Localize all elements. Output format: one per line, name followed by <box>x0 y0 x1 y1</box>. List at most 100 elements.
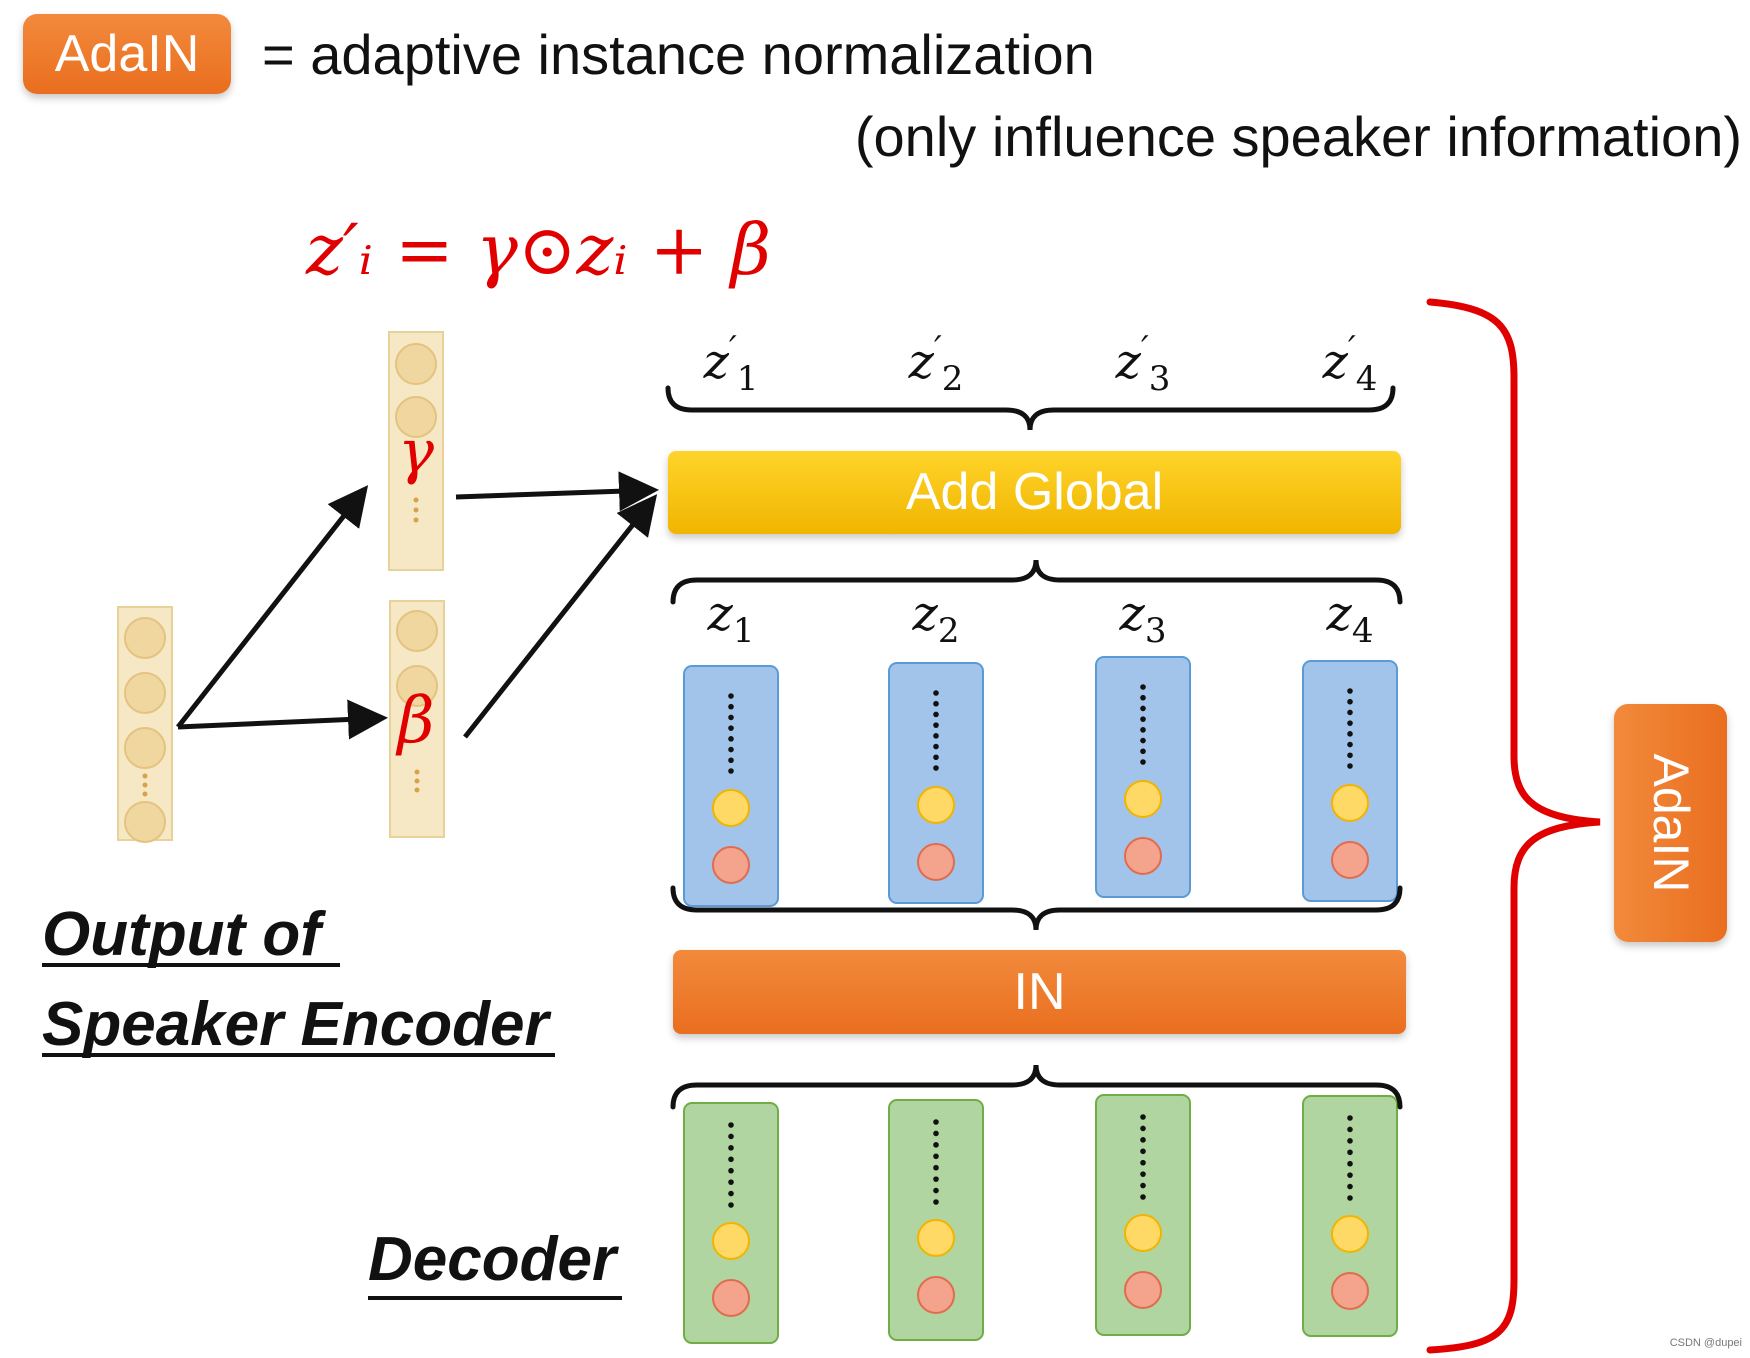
green-vector-2-ellipsis-dot <box>933 1199 939 1205</box>
blue-vector-4-ellipsis-dot <box>1347 731 1353 737</box>
green-vector-2-yellow-circle <box>917 1219 955 1257</box>
green-vector-4-ellipsis-dot <box>1347 1172 1353 1178</box>
blue-vector-3-ellipsis <box>1140 684 1146 765</box>
vector-top-brace <box>670 885 1403 931</box>
z-prime-label-1-sub: 1 <box>737 359 759 399</box>
blue-vector-3-ellipsis-dot <box>1140 716 1146 722</box>
blue-vector-4-ellipsis-dot <box>1347 763 1353 769</box>
blue-vector-4-red-circle <box>1331 841 1369 879</box>
speaker-output-vector <box>117 606 173 843</box>
blue-vector-1-ellipsis-dot <box>728 693 734 699</box>
blue-vector-4-ellipsis-dot <box>1347 709 1353 716</box>
add-global-block: Add Global <box>668 451 1401 534</box>
z-prime-label-3-sub: 3 <box>1149 359 1171 399</box>
speaker-to-gamma-arrow <box>176 485 369 729</box>
z-label-3-base: z <box>1119 586 1146 642</box>
watermark: CSDN @dupei <box>1669 1337 1742 1349</box>
blue-vector-1-frame <box>683 665 779 907</box>
gamma-vector-ellipsis-dot <box>413 517 419 523</box>
blue-vector-2-ellipsis-dot <box>933 711 939 718</box>
decoder-label: Decoder <box>368 1225 617 1294</box>
green-vector-1-yellow-circle <box>712 1222 750 1260</box>
blue-vector-3-ellipsis-dot <box>1140 748 1146 755</box>
blue-vector-3-ellipsis-dot <box>1140 684 1146 690</box>
green-vector-3-ellipsis <box>1140 1114 1146 1200</box>
blue-vector-4-ellipsis-dot <box>1347 741 1353 748</box>
green-vector-4-ellipsis-dot <box>1347 1195 1353 1201</box>
green-vector-3-ellipsis-dot <box>1140 1171 1146 1177</box>
green-vector-2-ellipsis-dot <box>933 1153 939 1160</box>
z-label-1-sub: 1 <box>733 611 755 651</box>
speaker-encoder-label-line1: Output of <box>42 900 321 969</box>
green-vector-4-ellipsis-dot <box>1347 1138 1353 1144</box>
z-prime-label-3-prime: ′ <box>1141 329 1149 369</box>
beta-vector-circle <box>396 610 438 652</box>
green-vector-4-ellipsis <box>1347 1115 1353 1201</box>
blue-vector-2-red-circle <box>917 843 955 881</box>
blue-vector-1-ellipsis-dot <box>728 746 734 753</box>
z-label-3: z3 <box>1119 586 1167 651</box>
blue-vector-2-frame <box>888 662 984 904</box>
beta-vector-ellipsis-dot <box>414 769 420 775</box>
green-vector-4-ellipsis-dot <box>1347 1149 1353 1156</box>
adain-side-badge-label: AdaIN <box>1642 753 1699 893</box>
blue-vector-3-ellipsis-dot <box>1140 727 1146 733</box>
green-vector-2-ellipsis-dot <box>933 1119 939 1125</box>
beta-symbol: β <box>396 684 435 758</box>
green-vector-3-ellipsis-dot <box>1140 1159 1146 1166</box>
z-prime-label-4: z′4 <box>1322 329 1378 399</box>
blue-vector-4-ellipsis-dot <box>1347 688 1353 694</box>
z-prime-label-1-base: z <box>703 334 730 390</box>
vector-bottom-brace <box>670 1064 1403 1110</box>
blue-vector-4-frame <box>1302 660 1398 902</box>
blue-vector-1 <box>683 665 779 907</box>
gamma-vector-ellipsis-dot <box>413 497 419 503</box>
z-prime-label-4-prime: ′ <box>1348 329 1356 369</box>
z-prime-label-2-base: z <box>908 334 935 390</box>
speaker-encoder-label-line2: Speaker Encoder <box>42 990 549 1059</box>
z-prime-label-1: z′1 <box>703 329 759 399</box>
blue-vector-3-ellipsis-dot <box>1140 737 1146 744</box>
z-label-2: z2 <box>912 586 960 651</box>
beta-vector-ellipsis-dot <box>414 778 420 784</box>
green-vector-3-ellipsis-dot <box>1140 1182 1146 1189</box>
blue-vector-1-ellipsis-dot <box>728 757 734 764</box>
blue-vector-4-ellipsis-dot <box>1347 698 1353 705</box>
blue-vector-1-ellipsis-dot <box>728 768 734 774</box>
green-vector-2-ellipsis-dot <box>933 1187 939 1194</box>
z-prime-label-3-base: z <box>1115 334 1142 390</box>
blue-vector-2-ellipsis-dot <box>933 743 939 750</box>
blue-vector-2-ellipsis <box>933 690 939 771</box>
z-label-4-sub: 4 <box>1352 611 1374 651</box>
diagram-back-layer <box>117 298 1601 1354</box>
gamma-vector-circle <box>395 343 437 385</box>
blue-vector-2-yellow-circle <box>917 786 955 824</box>
beta-to-add-global-arrow <box>463 494 658 739</box>
green-vector-1-ellipsis <box>728 1122 734 1208</box>
green-vector-1-ellipsis-dot <box>728 1133 734 1140</box>
blue-vector-2-ellipsis-dot <box>933 765 939 771</box>
green-vector-4-red-circle <box>1331 1272 1369 1310</box>
green-vector-3 <box>1095 1094 1191 1336</box>
blue-vector-3-frame <box>1095 656 1191 898</box>
green-vector-3-ellipsis-dot <box>1140 1137 1146 1143</box>
beta-vector-circle <box>396 665 438 707</box>
blue-vector-2-ellipsis-dot <box>933 733 939 739</box>
z-brace <box>670 559 1403 605</box>
green-vector-4 <box>1302 1095 1398 1337</box>
z-prime-label-4-base: z <box>1322 334 1349 390</box>
green-vector-3-ellipsis-dot <box>1140 1194 1146 1200</box>
speaker-output-vector-circle <box>124 617 166 659</box>
blue-vector-1-ellipsis-dot <box>728 714 734 721</box>
beta-vector <box>389 600 445 838</box>
green-vector-4-ellipsis-dot <box>1347 1160 1353 1167</box>
blue-vector-3-red-circle <box>1124 837 1162 875</box>
green-vector-4-ellipsis-dot <box>1347 1183 1353 1190</box>
blue-vector-2-ellipsis-dot <box>933 754 939 761</box>
green-vector-4-ellipsis-dot <box>1347 1115 1353 1121</box>
green-vector-1-ellipsis-dot <box>728 1190 734 1197</box>
green-vector-4-ellipsis-dot <box>1347 1126 1353 1133</box>
z-label-1-base: z <box>707 586 734 642</box>
blue-vector-2-ellipsis-dot <box>933 722 939 728</box>
